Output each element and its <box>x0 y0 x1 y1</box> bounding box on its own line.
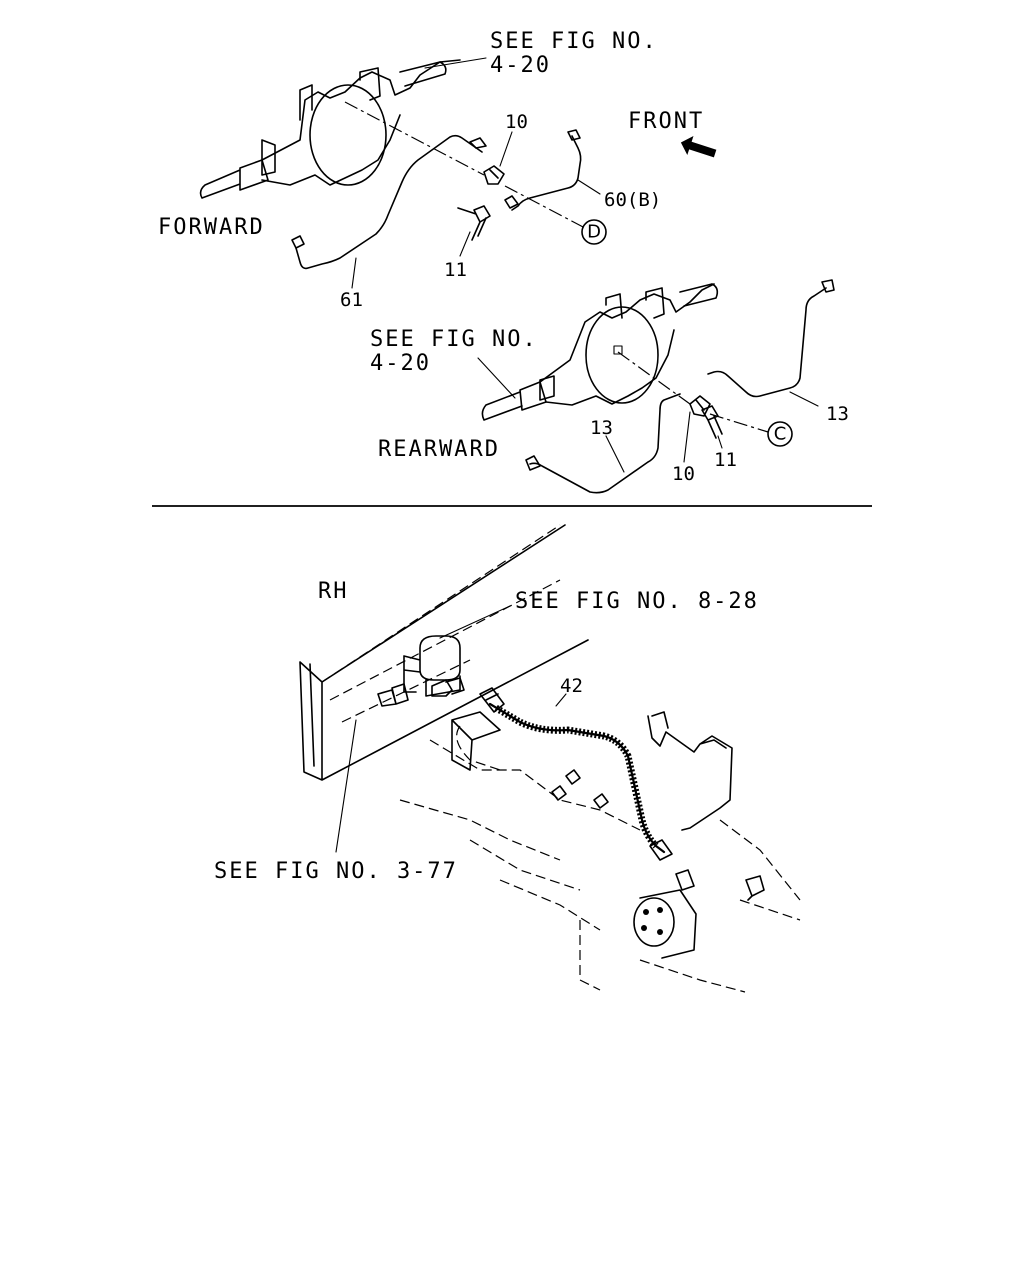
leader-13-right <box>789 391 819 407</box>
forward-differential-cover <box>309 84 387 186</box>
leader-10-forward <box>499 131 513 167</box>
spring-seat-block <box>451 711 501 771</box>
forward-axle-group <box>199 57 607 289</box>
connector-10-rearward <box>689 395 711 417</box>
part-10-forward: 10 <box>505 111 528 133</box>
part-42: 42 <box>560 675 583 697</box>
frame-rail <box>299 524 589 781</box>
bolt-11-forward <box>457 205 491 241</box>
brake-pipe-13-left <box>529 393 681 494</box>
see-fig-8-28-leader <box>439 605 511 639</box>
part-11-rearward: 11 <box>714 449 737 471</box>
hose-42-end-fitting-top <box>479 687 505 713</box>
hub-flange <box>633 897 675 947</box>
brake-pipe-61 <box>295 134 483 270</box>
bolt-11-rearward <box>701 405 723 439</box>
forward-see-fig-line2: 4-20 <box>490 53 551 78</box>
rearward-differential-cover <box>585 306 659 404</box>
callout-c: C <box>774 424 787 445</box>
rh-label: RH <box>318 579 349 604</box>
forward-section-label: FORWARD <box>158 215 265 240</box>
leader-11-forward <box>459 231 471 257</box>
rearward-mount-brackets <box>539 287 665 401</box>
pipe-13-right-nut <box>821 279 835 293</box>
part-61: 61 <box>340 289 363 311</box>
connector-10-forward <box>483 165 505 185</box>
forward-axle-shaft-right <box>399 61 447 87</box>
part-13-left: 13 <box>590 417 613 439</box>
rearward-axle-housing <box>539 283 715 406</box>
callout-c-circle <box>767 421 793 447</box>
rearward-see-fig-line2: 4-20 <box>370 351 431 376</box>
spring-stud-bolts <box>551 769 609 809</box>
suspension-bracket <box>647 711 733 831</box>
rearward-section-label: REARWARD <box>378 437 500 462</box>
rearward-centerline <box>617 351 769 433</box>
hub-stud-4 <box>657 929 663 935</box>
frame-assembly <box>299 524 801 993</box>
brake-hose-42-armor <box>494 704 659 849</box>
valve-port-fitting <box>431 677 465 697</box>
see-fig-3-77-label: SEE FIG NO. 3-77 <box>214 859 458 884</box>
see-fig-3-77-leader <box>335 719 357 853</box>
part-10-rearward: 10 <box>672 463 695 485</box>
suspension-hidden-lines <box>399 725 801 993</box>
pipe-61-nut-right <box>469 137 487 149</box>
front-arrow-icon <box>680 136 717 158</box>
hose-42-end-fitting-bottom <box>649 839 673 861</box>
leader-60b <box>577 179 601 195</box>
forward-axle-shaft-left <box>199 159 269 199</box>
brake-pipe-13-right <box>707 287 827 398</box>
hub-stud-1 <box>643 909 649 915</box>
rearward-axle-shaft-left <box>481 381 547 421</box>
frame-rail-hidden <box>321 524 561 723</box>
forward-see-fig-leader <box>424 57 487 69</box>
leader-42 <box>555 693 567 707</box>
forward-mount-brackets <box>261 67 381 176</box>
pipe-61-nut-left <box>291 235 305 249</box>
rearward-see-fig-leader <box>477 357 516 399</box>
pipe-60b-nut-bottom <box>504 195 519 209</box>
leader-10-rearward <box>683 411 691 463</box>
spring-bolt <box>745 875 765 901</box>
callout-d: D <box>587 222 601 243</box>
valve-inlet-fitting <box>377 683 409 707</box>
forward-see-fig-line1: SEE FIG NO. <box>490 29 658 54</box>
forward-centerline <box>344 101 586 229</box>
relay-valve <box>403 635 461 697</box>
pipe-60b-nut-top <box>567 129 581 141</box>
brake-pipe-60b <box>511 135 582 211</box>
pipe-13-left-nut <box>525 455 541 471</box>
see-fig-8-28-label: SEE FIG NO. 8-28 <box>515 589 759 614</box>
rearward-see-fig-line1: SEE FIG NO. <box>370 327 538 352</box>
leader-13-left <box>605 435 625 473</box>
hub-stud-3 <box>641 925 647 931</box>
part-13-right: 13 <box>826 403 849 425</box>
part-60b: 60(B) <box>604 189 661 211</box>
hub-stud-2 <box>657 907 663 913</box>
leader-11-rearward <box>717 435 723 449</box>
rearward-cover-plug <box>613 345 623 355</box>
leader-61 <box>351 257 357 289</box>
callout-d-circle <box>581 219 607 245</box>
part-11-forward: 11 <box>444 259 467 281</box>
rearward-axle-shaft-right <box>679 283 719 307</box>
forward-axle-housing <box>261 59 461 186</box>
rearward-axle-group <box>477 279 835 494</box>
front-label: FRONT <box>628 109 704 134</box>
brake-hose-42 <box>488 702 666 854</box>
hub-housing <box>639 889 697 959</box>
wheel-cylinder-fitting <box>675 869 695 891</box>
